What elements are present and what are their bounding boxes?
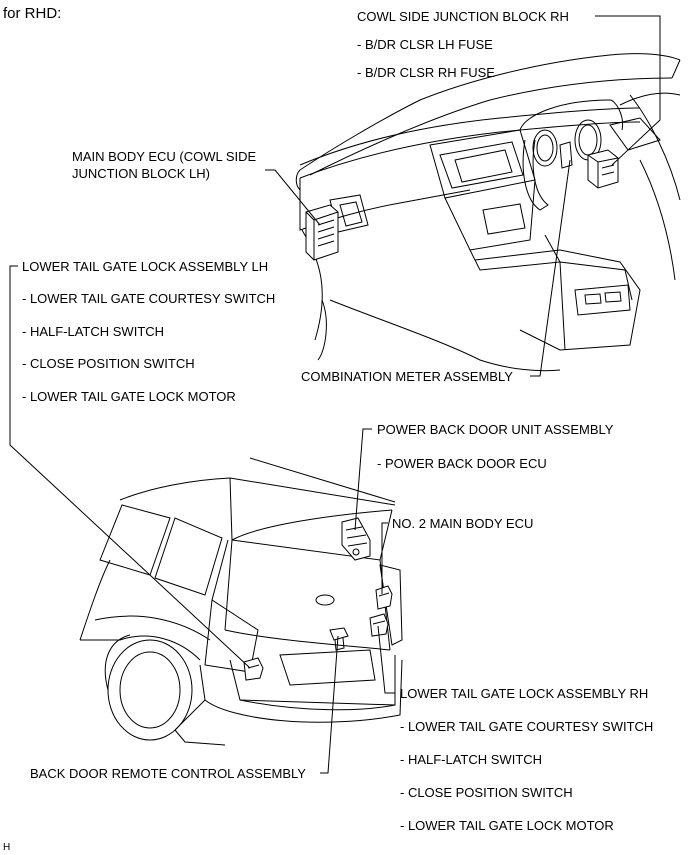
leader-lines bbox=[10, 16, 660, 773]
cowl-side-junction-block-rh-part bbox=[588, 150, 618, 188]
main-body-ecu-part bbox=[306, 205, 338, 260]
label-lh-courtesy-switch: - LOWER TAIL GATE COURTESY SWITCH bbox=[22, 291, 276, 306]
label-power-back-door-unit-assembly: POWER BACK DOOR UNIT ASSEMBLY bbox=[377, 422, 614, 437]
power-back-door-unit-part bbox=[342, 518, 370, 560]
leader-lower-lh bbox=[10, 266, 250, 668]
label-main-body-ecu-line1: MAIN BODY ECU (COWL SIDE bbox=[72, 149, 257, 164]
leader-lower-rh bbox=[378, 626, 395, 693]
leader-power-back-door bbox=[355, 429, 372, 530]
label-main-body-ecu-line2: JUNCTION BLOCK LH) bbox=[72, 166, 210, 181]
label-rh-courtesy-switch: - LOWER TAIL GATE COURTESY SWITCH bbox=[400, 719, 654, 734]
label-rh-close-position-switch: - CLOSE POSITION SWITCH bbox=[400, 785, 573, 800]
label-cowl-side-junction-block-rh: COWL SIDE JUNCTION BLOCK RH bbox=[357, 9, 569, 24]
no2-main-body-ecu-part bbox=[376, 586, 392, 609]
label-lower-tail-gate-lock-rh: LOWER TAIL GATE LOCK ASSEMBLY RH bbox=[400, 686, 649, 701]
label-rh-lock-motor: - LOWER TAIL GATE LOCK MOTOR bbox=[400, 818, 614, 833]
back-door-remote-control-part bbox=[330, 628, 348, 650]
label-lh-lock-motor: - LOWER TAIL GATE LOCK MOTOR bbox=[22, 389, 236, 404]
label-no2-main-body-ecu: NO. 2 MAIN BODY ECU bbox=[392, 516, 534, 531]
label-back-door-remote-control-assembly: BACK DOOR REMOTE CONTROL ASSEMBLY bbox=[30, 766, 306, 781]
leader-back-door-remote bbox=[320, 636, 338, 773]
leader-main-ecu bbox=[265, 170, 320, 225]
label-lh-half-latch-switch: - HALF-LATCH SWITCH bbox=[22, 324, 165, 339]
leader-no2-ecu bbox=[382, 523, 388, 594]
vehicle-rear-illustration bbox=[80, 458, 402, 745]
label-combination-meter-assembly: COMBINATION METER ASSEMBLY bbox=[301, 369, 513, 384]
footer-code: H bbox=[3, 842, 11, 853]
header-text: for RHD: bbox=[3, 5, 62, 22]
label-power-back-door-ecu: - POWER BACK DOOR ECU bbox=[377, 456, 547, 471]
leader-cowl-rh bbox=[595, 16, 660, 165]
label-b-dr-clsr-rh-fuse: - B/DR CLSR RH FUSE bbox=[357, 65, 495, 80]
lower-tail-gate-lock-rh-part bbox=[370, 614, 388, 636]
leader-combination-meter bbox=[530, 160, 570, 376]
dashboard-illustration bbox=[296, 54, 680, 371]
label-lower-tail-gate-lock-lh: LOWER TAIL GATE LOCK ASSEMBLY LH bbox=[22, 259, 269, 274]
label-rh-half-latch-switch: - HALF-LATCH SWITCH bbox=[400, 752, 543, 767]
label-b-dr-clsr-lh-fuse: - B/DR CLSR LH FUSE bbox=[357, 37, 493, 52]
lower-tail-gate-lock-lh-part bbox=[244, 658, 263, 680]
label-lh-close-position-switch: - CLOSE POSITION SWITCH bbox=[22, 356, 195, 371]
